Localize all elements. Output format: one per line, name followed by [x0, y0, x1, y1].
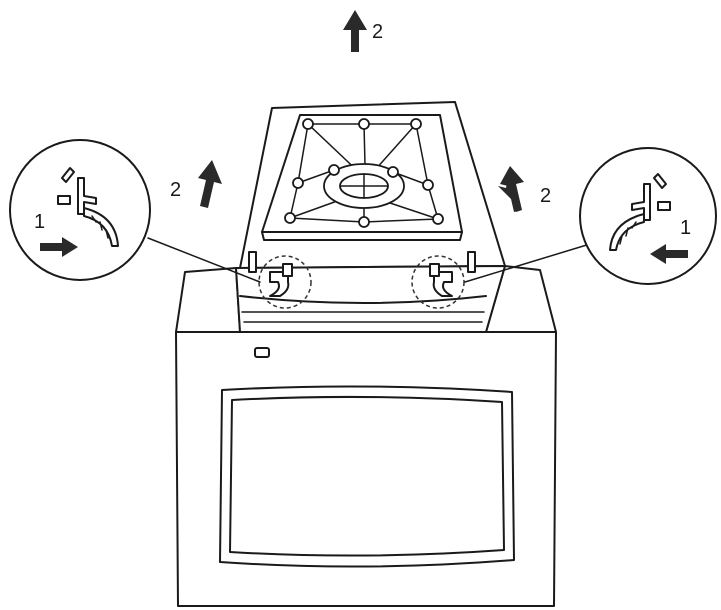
- right-latch-hook: [429, 263, 453, 297]
- right-push-arrow-label: 1: [680, 217, 691, 239]
- left-detail-magnifier: [9, 139, 151, 281]
- right-up-arrow: [498, 166, 524, 212]
- power-indicator-icon: [254, 347, 270, 358]
- left-push-arrow: [40, 237, 78, 257]
- left-up-arrow-label: 2: [170, 179, 181, 201]
- top-arrow-label: 2: [372, 21, 383, 43]
- right-up-arrow-label: 2: [540, 185, 551, 207]
- right-detail-magnifier: [579, 147, 717, 285]
- swivel-base: [239, 101, 506, 269]
- left-latch-hook: [269, 263, 293, 297]
- left-up-arrow: [198, 160, 222, 208]
- right-leader-line: [464, 243, 591, 283]
- monitor: [175, 251, 557, 607]
- left-leader-line: [147, 237, 261, 283]
- left-push-arrow-label: 1: [34, 211, 45, 233]
- right-latch-callout: [411, 255, 465, 309]
- right-push-arrow: [650, 244, 688, 264]
- left-latch-callout: [258, 255, 312, 309]
- top-up-arrow: [343, 10, 367, 52]
